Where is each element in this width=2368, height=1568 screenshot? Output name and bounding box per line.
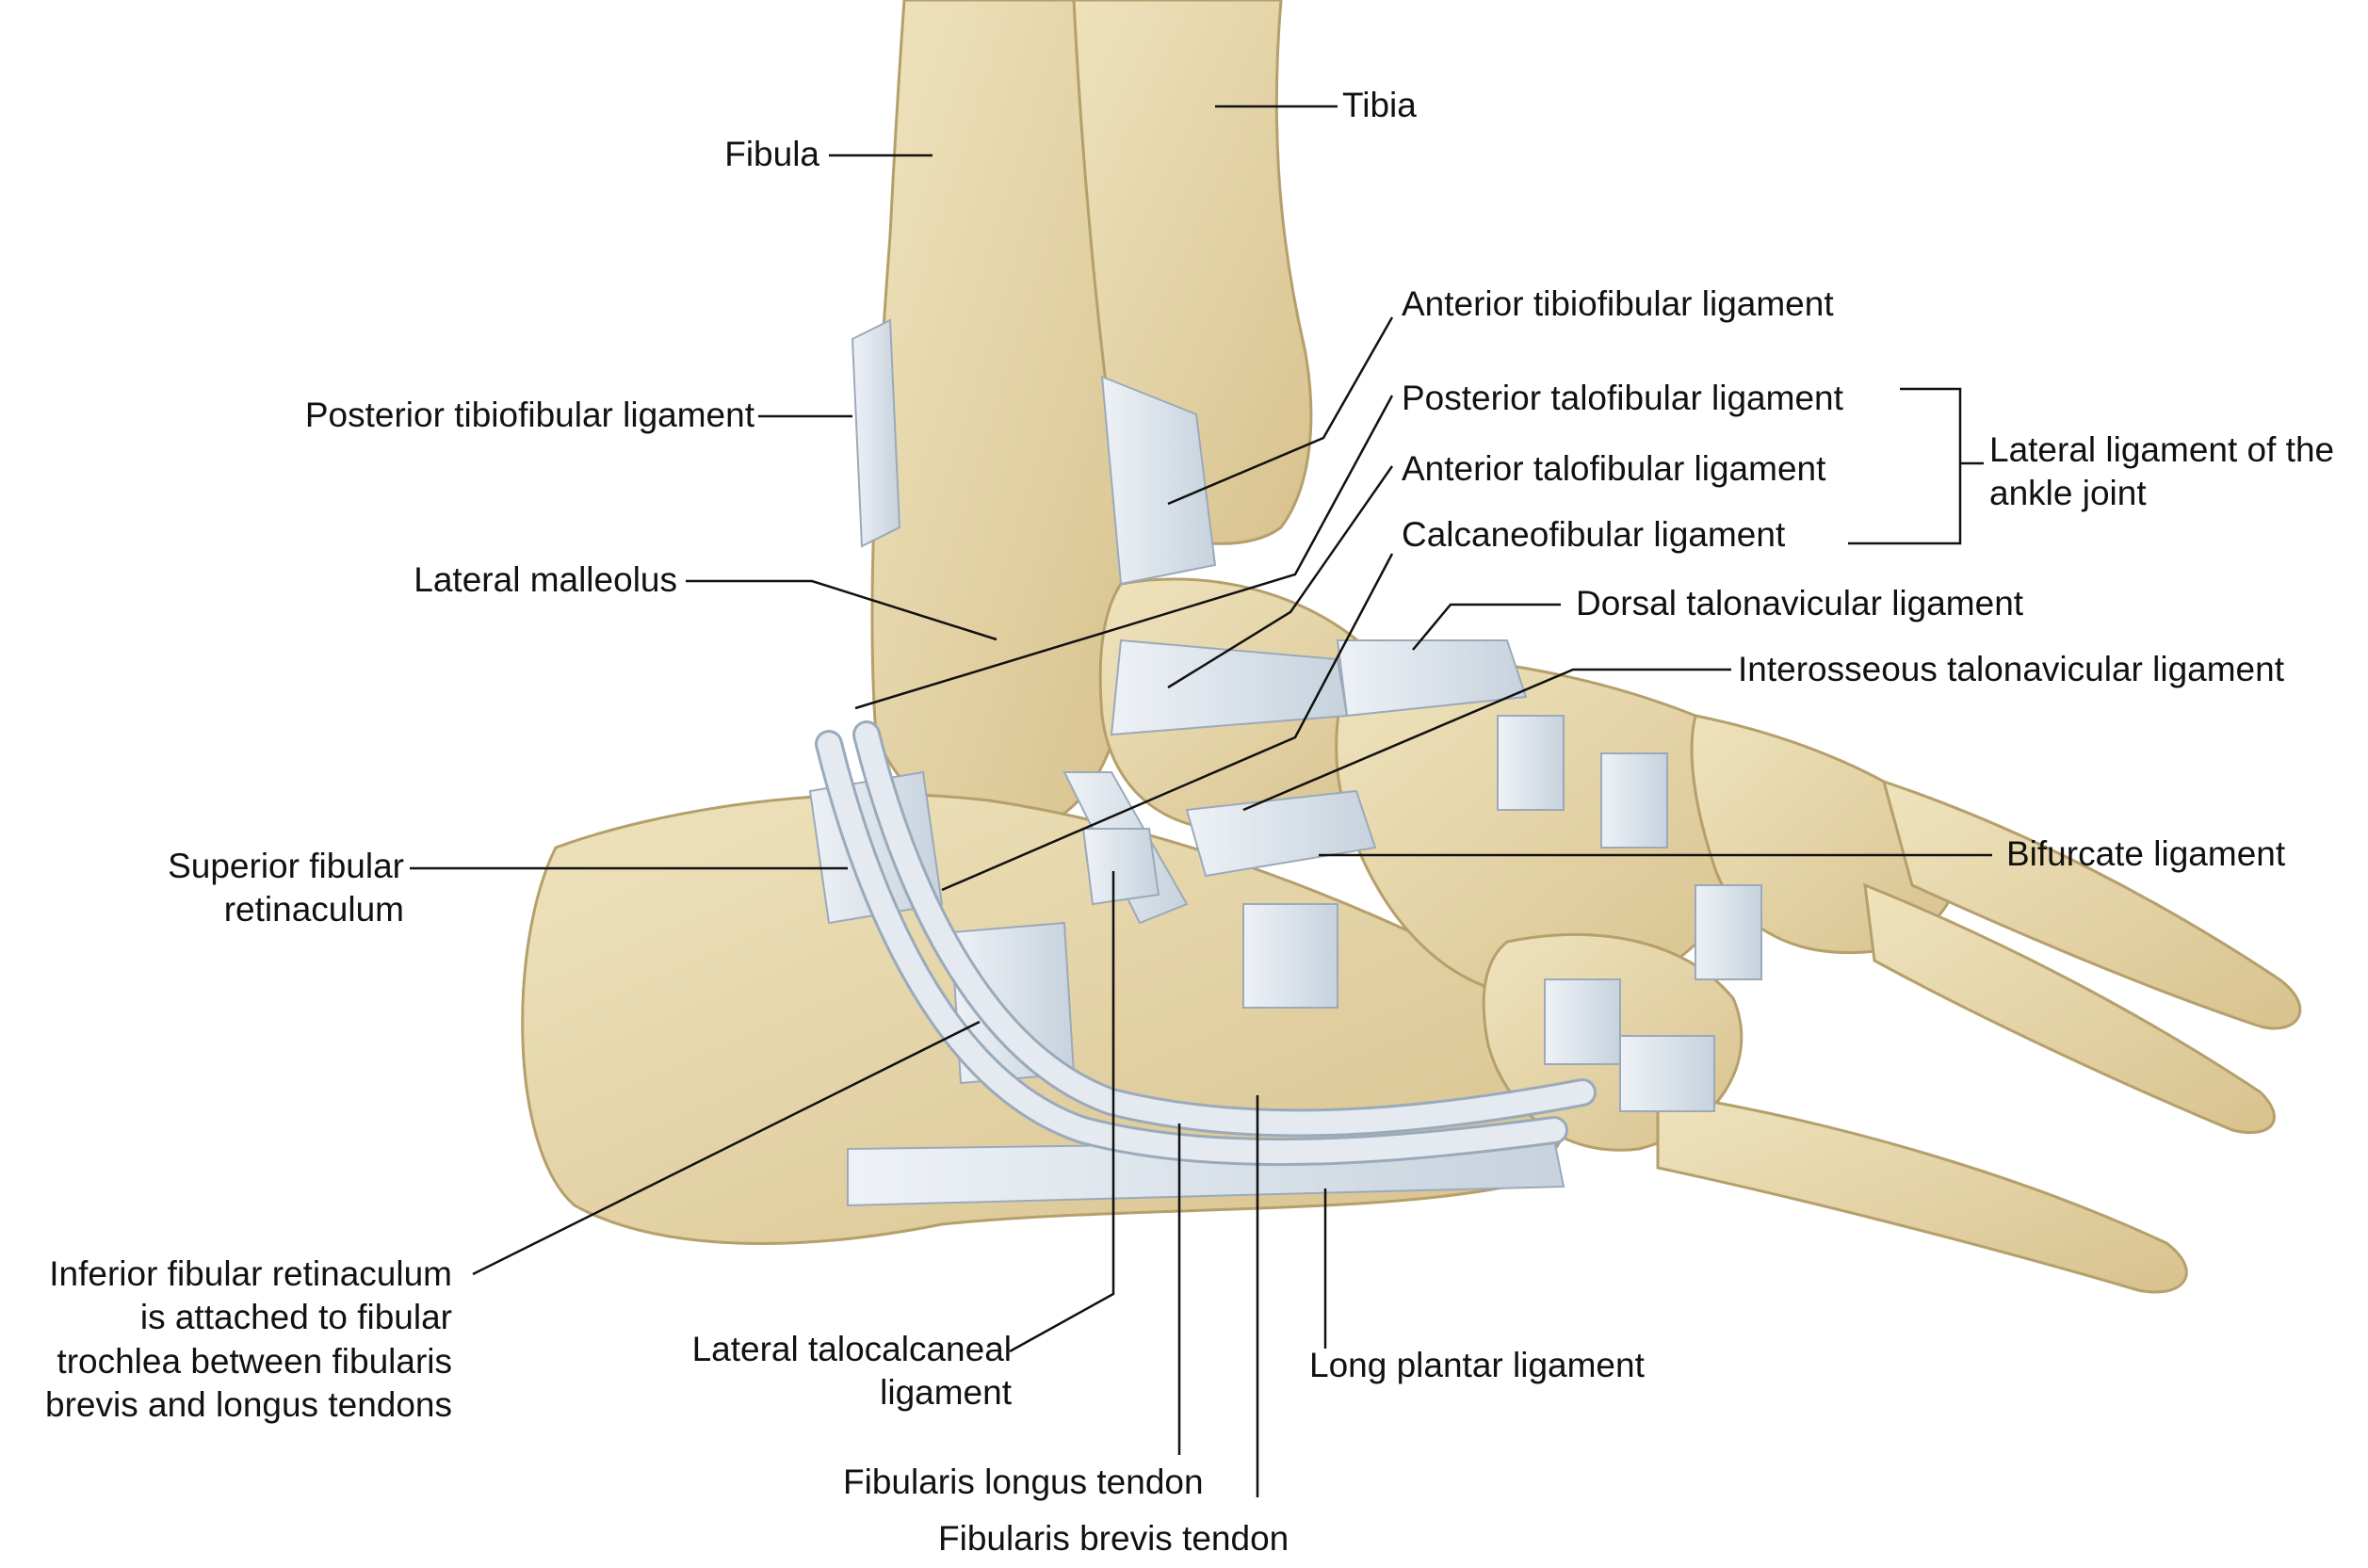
leader-dorsal-talonavicular — [1412, 603, 1561, 651]
midfoot-ligament-1 — [1497, 715, 1565, 811]
label-lateral-ligament-of-ankle-joint: Lateral ligament of the ankle joint — [1989, 430, 2335, 513]
midfoot-ligament-2 — [1600, 752, 1668, 849]
label-lateral-malleolus: Lateral malleolus — [414, 560, 677, 599]
metatarsal-1 — [1881, 779, 2302, 1030]
label-superior-fibular-retinaculum: Superior fibular retinaculum — [168, 847, 404, 929]
lateral-talocalcaneal-ligament-shape — [1081, 828, 1160, 906]
label-posterior-tibiofibular-ligament: Posterior tibiofibular ligament — [304, 396, 754, 434]
leader-lateral-malleolus — [686, 579, 997, 641]
label-fibula: Fibula — [724, 135, 819, 173]
leader-interosseous-talonavicular — [1242, 668, 1731, 812]
midfoot-ligament-6 — [1619, 1035, 1715, 1112]
label-dorsal-talonavicular-ligament: Dorsal talonavicular ligament — [1576, 584, 2024, 622]
dorsal-talonavicular-ligament-shape — [1336, 639, 1528, 718]
ligaments — [808, 318, 1762, 1207]
leader-lateral-talocalcaneal — [1009, 871, 1115, 1353]
label-tibia: Tibia — [1342, 86, 1417, 124]
label-interosseous-talonavicular-ligament: Interosseous talonavicular ligament — [1738, 650, 2284, 688]
leader-lines — [410, 105, 1992, 1497]
metatarsal-2 — [1863, 882, 2276, 1135]
label-posterior-talofibular-ligament: Posterior talofibular ligament — [1402, 379, 1843, 417]
leader-anterior-talofibular — [1167, 465, 1394, 689]
label-inferior-fibular-retinaculum: Inferior fibular retinaculum is attached… — [45, 1254, 452, 1424]
midfoot-ligament-4 — [1544, 978, 1621, 1065]
midfoot-ligament-5 — [1695, 884, 1762, 980]
leader-lateral-group-bracket — [1848, 387, 1962, 545]
metatarsal-5 — [1656, 1091, 2188, 1294]
midfoot-ligament-3 — [1242, 903, 1338, 1009]
label-long-plantar-ligament: Long plantar ligament — [1309, 1346, 1645, 1384]
leader-anterior-tibiofibular — [1167, 316, 1394, 506]
label-fibularis-longus-tendon: Fibularis longus tendon — [843, 1463, 1204, 1501]
leader-calcaneofibular — [941, 553, 1394, 892]
leader-inferior-fibular-retinaculum — [472, 1020, 981, 1276]
label-calcaneofibular-ligament: Calcaneofibular ligament — [1402, 515, 1786, 554]
label-anterior-talofibular-ligament: Anterior talofibular ligament — [1402, 449, 1826, 488]
label-lateral-talocalcaneal-ligament: Lateral talocalcaneal ligament — [691, 1330, 1012, 1413]
leader-posterior-talofibular — [854, 395, 1394, 710]
label-anterior-tibiofibular-ligament: Anterior tibiofibular ligament — [1402, 284, 1834, 323]
fibular-tendons — [815, 720, 1597, 1167]
posterior-tibiofibular-ligament-shape — [851, 318, 901, 548]
label-fibularis-brevis-tendon: Fibularis brevis tendon — [938, 1519, 1289, 1558]
label-bifurcate-ligament: Bifurcate ligament — [2006, 834, 2286, 873]
anterior-tibiofibular-ligament-shape — [1100, 375, 1217, 586]
